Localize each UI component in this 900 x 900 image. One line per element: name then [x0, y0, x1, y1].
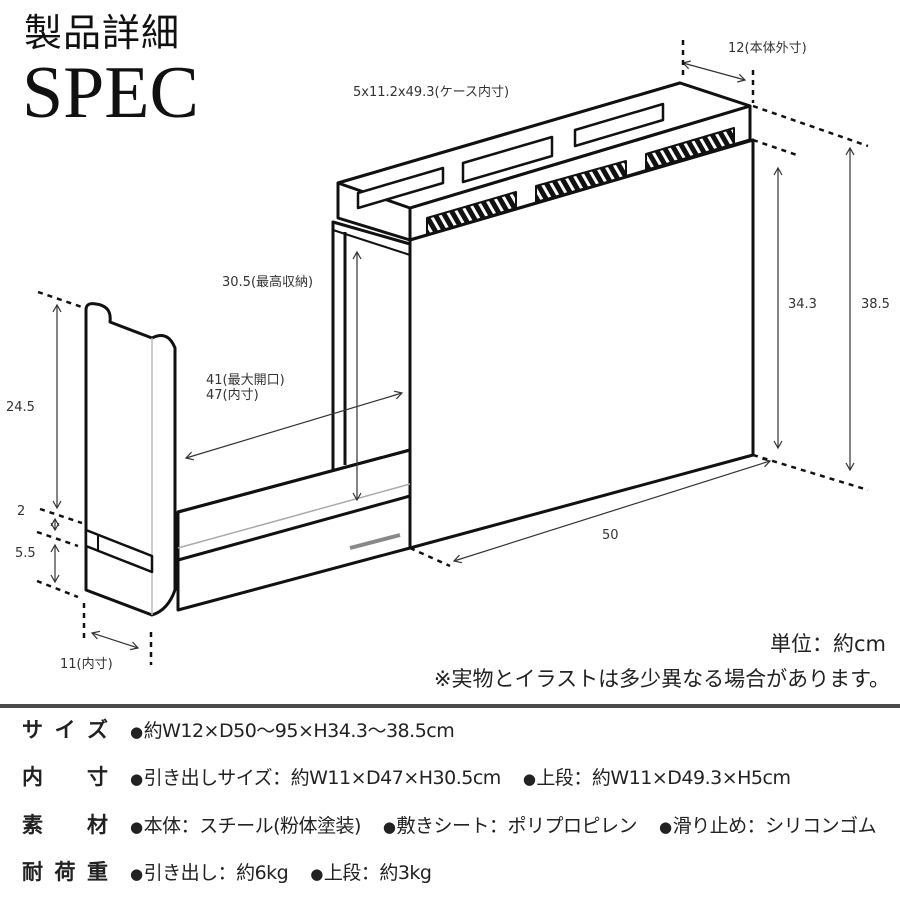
spec-label-material: 素 材 — [22, 813, 108, 837]
spec-row-material: 素 材 本体：スチール(粉体塗装) 敷きシート：ポリプロピレン 滑り止め：シリコ… — [22, 809, 898, 839]
dim-handle-height: 24.5 — [6, 400, 35, 415]
spec-row-inner-dimensions: 内 寸 引き出しサイズ：約W11×D47×H30.5cm 上段：約W11×D49… — [22, 761, 812, 791]
dim-gap-small: 2 — [17, 504, 26, 519]
dim-max-storage-height: 30.5(最高収納) — [222, 275, 314, 290]
drawer — [176, 448, 412, 612]
product-dimension-diagram — [36, 40, 869, 665]
spec-item: 引き出しサイズ：約W11×D47×H30.5cm — [130, 763, 502, 790]
spec-label-size: サ イ ズ — [22, 718, 108, 742]
spec-item: 引き出し：約6kg — [130, 858, 289, 885]
dim-body-outer-width: 12(本体外寸) — [728, 41, 807, 56]
spec-item: 滑り止め：シリコンゴム — [659, 811, 877, 838]
drawer-front-handle — [84, 302, 177, 617]
disclaimer-note: ※実物とイラストは多少異なる場合があります。 — [433, 667, 890, 691]
extension-lines — [36, 40, 869, 665]
spec-row-size: サ イ ズ 約W12×D50〜95×H34.3〜38.5cm — [22, 714, 476, 744]
upper-tray — [336, 81, 752, 242]
dim-body-height-max: 38.5 — [861, 297, 890, 312]
dim-body-height-min: 34.3 — [788, 297, 817, 312]
spec-item: 上段：約3kg — [310, 858, 432, 885]
page-title-japanese: 製品詳細 — [24, 11, 181, 55]
dim-inner-width: 11(内寸) — [60, 657, 113, 672]
dim-foot-height: 5.5 — [15, 546, 36, 561]
spec-label-inner-dimensions: 内 寸 — [22, 765, 108, 789]
page-title-spec: SPEC — [22, 52, 199, 134]
dim-case-inner: 5x11.2x49.3(ケース内寸) — [353, 85, 510, 100]
dim-max-opening: 41(最大開口) — [206, 373, 285, 388]
dimension-lines — [50, 60, 855, 651]
spec-row-load-capacity: 耐 荷 重 引き出し：約6kg 上段：約3kg — [22, 856, 454, 886]
spec-item: 本体：スチール(粉体塗装) — [130, 811, 362, 838]
dim-body-depth: 50 — [602, 528, 619, 543]
dim-inner-depth: 47(内寸) — [206, 388, 259, 403]
spec-item: 約W12×D50〜95×H34.3〜38.5cm — [130, 716, 455, 743]
unit-label: 単位：約cm — [769, 632, 886, 656]
spec-label-load-capacity: 耐 荷 重 — [22, 860, 108, 884]
spec-item: 上段：約W11×D49.3×H5cm — [523, 763, 791, 790]
spec-item: 敷きシート：ポリプロピレン — [383, 811, 638, 838]
section-divider — [0, 704, 900, 708]
